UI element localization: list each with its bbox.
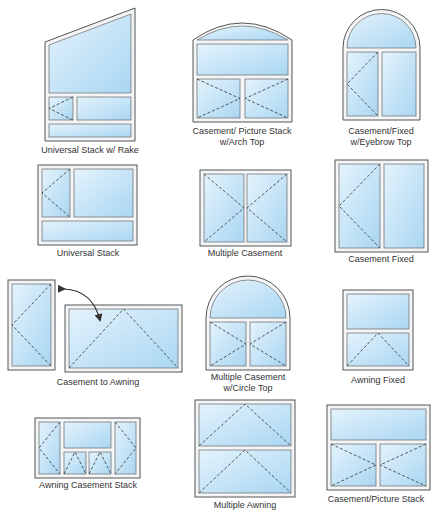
awning-fixed-window-part xyxy=(347,333,409,366)
window-caption: Multiple Casement w/Circle Top xyxy=(198,372,298,394)
awning-casement-stack-window-part xyxy=(35,418,140,478)
awning-casement-stack-window-part xyxy=(115,422,136,474)
arch-stack-window-part xyxy=(197,79,240,118)
casement-fixed-window-part xyxy=(384,164,424,248)
universal-stack-window-part xyxy=(42,221,133,241)
universal-stack-window-part xyxy=(38,165,137,245)
rake-stack-window xyxy=(45,8,135,141)
circle-top-window-part xyxy=(210,322,246,366)
arch-stack-window-part xyxy=(197,79,240,118)
multiple-awning-window-part xyxy=(199,404,291,446)
casement-to-awning-windows-part xyxy=(8,280,55,370)
awning-casement-stack-window-part xyxy=(115,422,136,474)
multiple-awning-window-part xyxy=(195,400,295,497)
circle-top-window-part xyxy=(250,322,286,366)
casement-fixed-window-part xyxy=(339,164,380,248)
multiple-casement-window-part xyxy=(200,170,291,246)
rake-stack-window-part xyxy=(49,97,73,120)
multiple-casement-window-part xyxy=(204,174,244,242)
awning-fixed-window xyxy=(343,290,413,370)
casement-to-awning-windows-part xyxy=(69,309,178,368)
rake-stack-window-part xyxy=(49,14,131,93)
awning-casement-stack-window-part xyxy=(39,422,60,474)
multiple-casement-window-part xyxy=(204,174,244,242)
multiple-casement-window-part xyxy=(247,174,287,242)
eyebrow-window xyxy=(343,9,420,120)
awning-fixed-window-part xyxy=(347,333,409,366)
window-caption: Awning Casement Stack xyxy=(18,480,158,491)
universal-stack-window-part xyxy=(74,169,133,217)
circle-top-window xyxy=(206,276,290,370)
rake-stack-window-part xyxy=(77,97,131,120)
multiple-awning-window xyxy=(195,400,295,497)
window-caption: Casement to Awning xyxy=(33,377,163,388)
casement-fixed-window-part xyxy=(339,164,380,248)
multiple-awning-window-part xyxy=(199,450,291,493)
casement-to-awning-windows-part xyxy=(12,284,51,366)
multiple-awning-window-part xyxy=(199,404,291,446)
window-caption: Multiple Awning xyxy=(185,500,305,511)
universal-stack-window xyxy=(38,165,137,245)
casement-picture-stack-window-part xyxy=(327,405,430,490)
awning-fixed-window-part xyxy=(343,290,413,370)
window-caption: Casement Fixed xyxy=(321,254,441,265)
casement-picture-stack-window-part xyxy=(331,444,376,486)
casement-to-awning-windows-part xyxy=(69,309,178,368)
universal-stack-window-part xyxy=(42,169,70,217)
casement-fixed-window-part xyxy=(335,160,428,252)
arch-stack-window-part xyxy=(197,44,288,75)
arch-stack-window-part xyxy=(193,23,292,122)
casement-picture-stack-window-part xyxy=(380,444,426,486)
window-caption: Universal Stack w/ Rake xyxy=(25,145,155,156)
arch-stack-window-part xyxy=(245,79,288,118)
universal-stack-window-part xyxy=(42,169,70,217)
awning-casement-stack-window-part xyxy=(39,422,60,474)
multiple-casement-window-part xyxy=(247,174,287,242)
arch-stack-window-part xyxy=(245,79,288,118)
arch-stack-window-part xyxy=(197,26,288,40)
window-caption: Awning Fixed xyxy=(323,375,433,386)
circle-top-window-part xyxy=(250,322,286,366)
rake-stack-window-part xyxy=(45,8,135,141)
awning-casement-stack-window xyxy=(35,418,140,478)
circle-top-window-part xyxy=(210,322,246,366)
rake-stack-window-part xyxy=(49,124,131,137)
casement-to-awning-windows-part xyxy=(12,284,51,366)
eyebrow-window-part xyxy=(347,14,416,49)
window-caption: Casement/Picture Stack xyxy=(311,494,441,505)
awning-casement-stack-window-part xyxy=(64,422,111,448)
casement-picture-stack-window-part xyxy=(331,444,376,486)
casement-fixed-window xyxy=(335,160,428,252)
circle-top-window-part xyxy=(210,280,286,318)
casement-to-awning-windows-part xyxy=(64,289,100,320)
eyebrow-window-part xyxy=(347,52,378,116)
circle-top-window-part xyxy=(206,276,290,370)
window-caption: Casement/Fixed w/Eyebrow Top xyxy=(341,126,421,148)
awning-casement-stack-window-part xyxy=(89,452,111,474)
eyebrow-window-part xyxy=(343,9,420,120)
window-caption: Multiple Casement xyxy=(185,248,305,259)
awning-casement-stack-window-part xyxy=(89,452,111,474)
eyebrow-window-part xyxy=(347,52,378,116)
arch-stack-window xyxy=(193,23,292,122)
eyebrow-window-part xyxy=(382,52,416,116)
multiple-casement-window xyxy=(200,170,291,246)
awning-casement-stack-window-part xyxy=(64,452,86,474)
awning-fixed-window-part xyxy=(347,294,409,329)
casement-to-awning-windows-part xyxy=(65,305,182,372)
casement-to-awning-windows xyxy=(8,280,182,372)
casement-picture-stack-window-part xyxy=(380,444,426,486)
window-caption: Casement/ Picture Stack w/Arch Top xyxy=(187,126,297,148)
casement-picture-stack-window-part xyxy=(331,409,426,440)
rake-stack-window-part xyxy=(49,97,73,120)
awning-casement-stack-window-part xyxy=(64,452,86,474)
window-caption: Universal Stack xyxy=(28,248,148,259)
multiple-awning-window-part xyxy=(199,450,291,493)
casement-picture-stack-window xyxy=(327,405,430,490)
